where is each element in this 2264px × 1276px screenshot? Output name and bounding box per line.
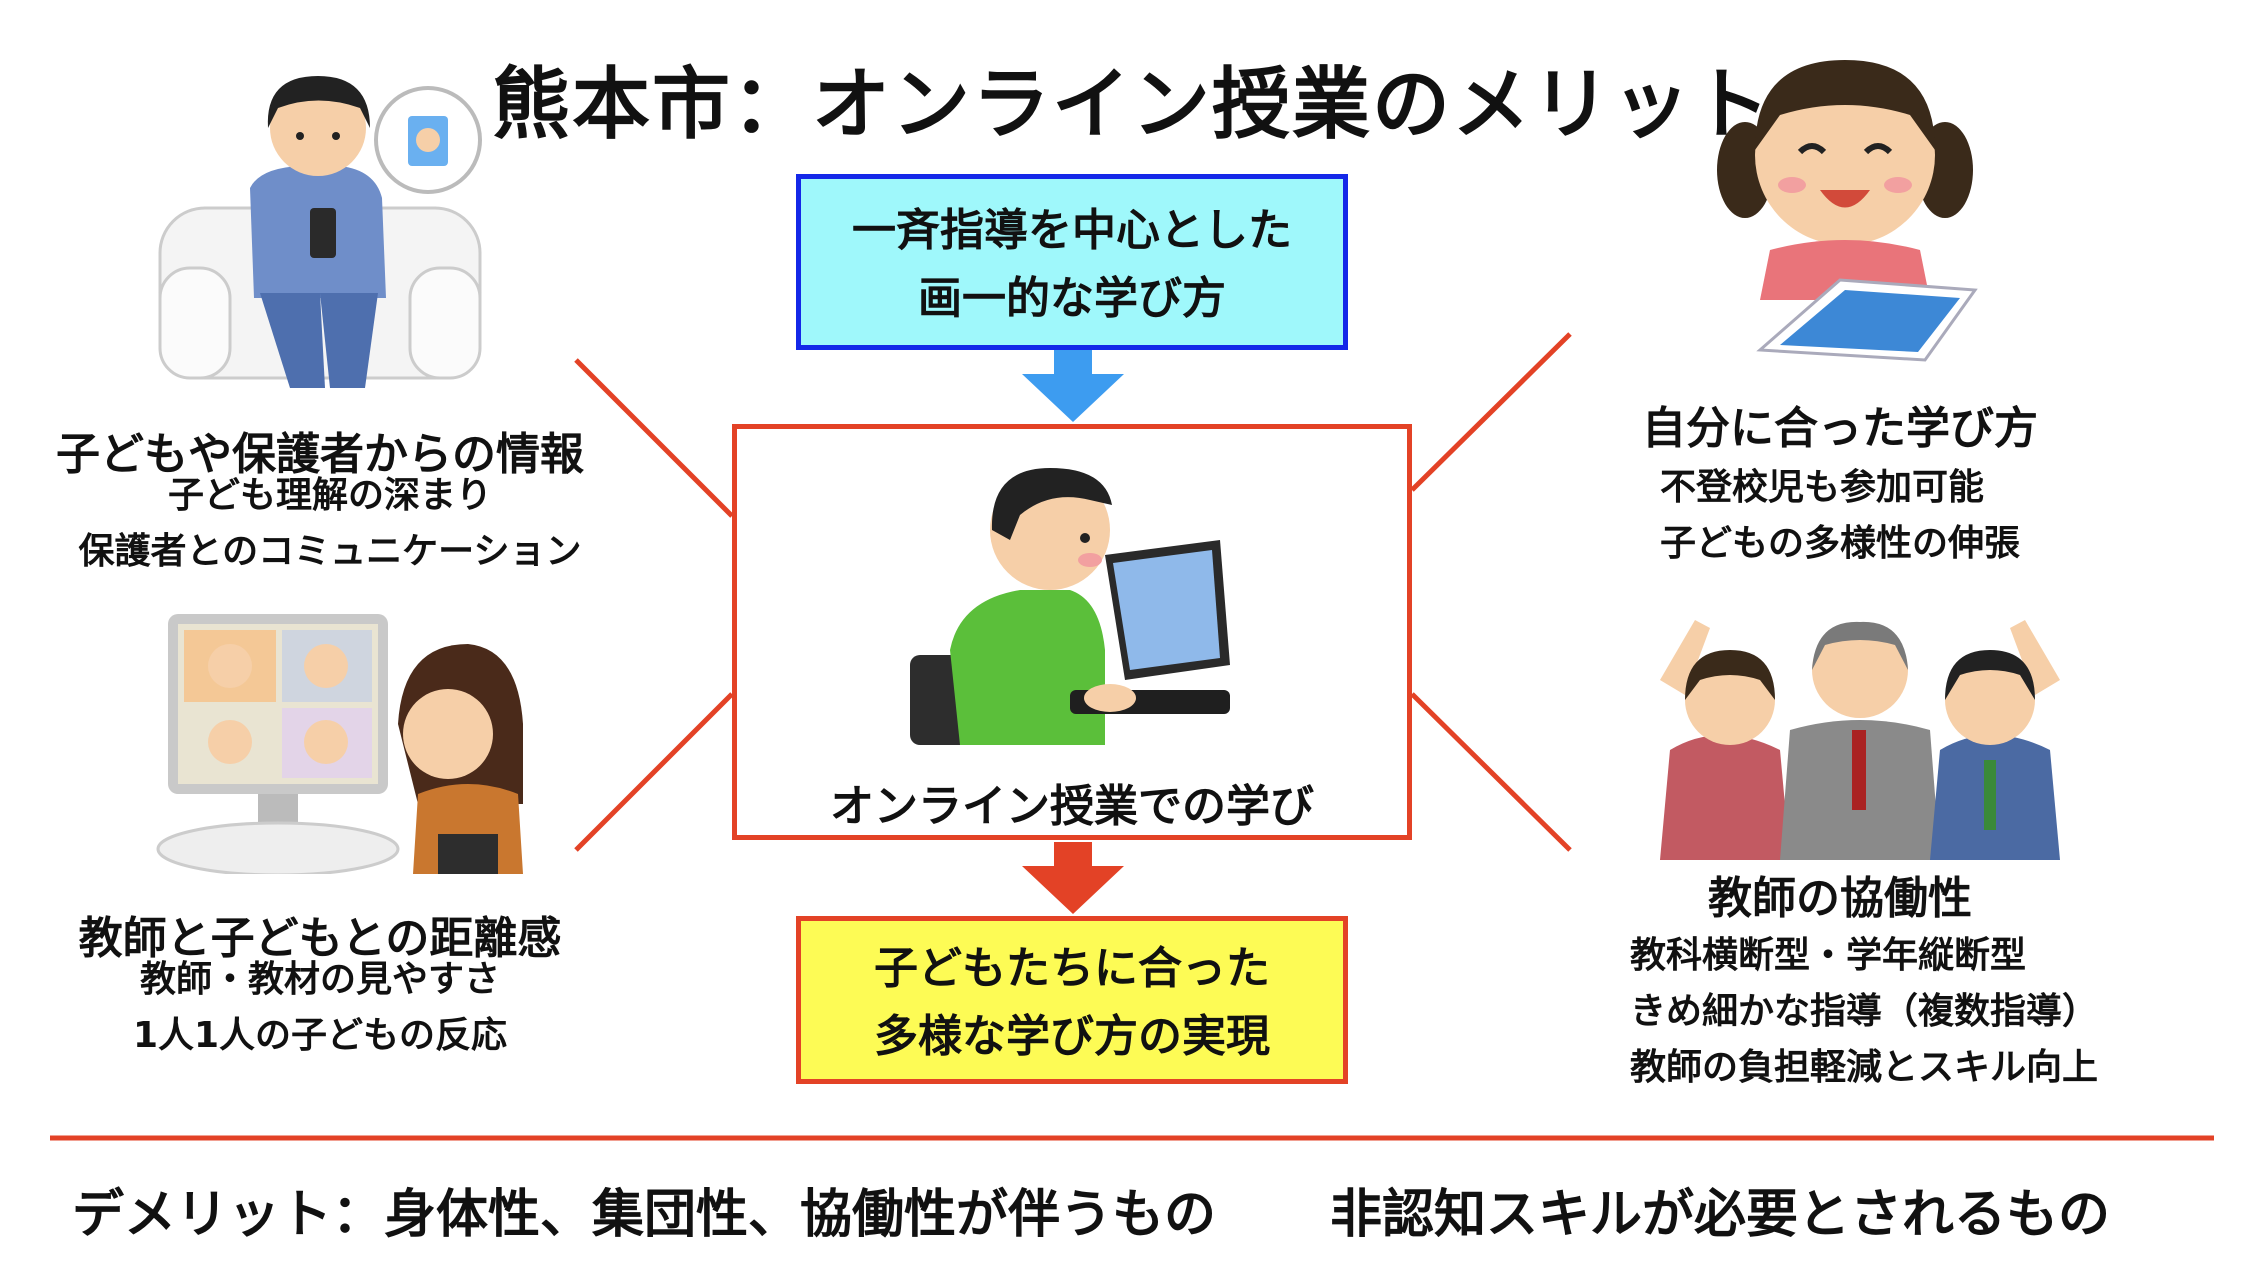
connector-line-left-bottom [574, 692, 734, 852]
connector-line-left-top [574, 358, 734, 518]
teachers-cheering-illustration [1660, 620, 2060, 860]
demerit-text: デメリット：身体性、集団性、協働性が伴うもの [72, 1185, 1217, 1245]
goal-line-1: 子どもたちに合った [874, 943, 1270, 994]
connector-line-right-bottom [1410, 692, 1572, 852]
connector-line-right-top [1410, 332, 1572, 492]
parent-on-sofa-with-phone-illustration [158, 76, 482, 388]
goal-box: 子どもたちに合った 多様な学び方の実現 [796, 916, 1348, 1084]
teacher-video-call-illustration [156, 614, 523, 874]
right-bottom-item: 教科横断型・学年縦断型 [1630, 935, 2027, 976]
arrow-down-blue [1022, 350, 1124, 422]
right-top-items: 不登校児も参加可能 子どもの多様性の伸張 [1660, 460, 2080, 572]
right-bottom-heading: 教師の協働性 [1708, 873, 1972, 924]
right-bottom-item: きめ細かな指導（複数指導） [1630, 991, 2099, 1032]
left-bottom-item: 1人1人の子どもの反応 [132, 1015, 508, 1056]
right-bottom-items: 教科横断型・学年縦断型 きめ細かな指導（複数指導） 教師の負担軽減とスキル向上 [1630, 928, 2150, 1096]
current-approach-box: 一斉指導を中心とした 画一的な学び方 [796, 174, 1348, 350]
left-bottom-heading: 教師と子どもとの距離感 [78, 913, 562, 964]
right-bottom-item: 教師の負担軽減とスキル向上 [1630, 1047, 2099, 1088]
left-top-item: 保護者とのコミュニケーション [78, 531, 582, 572]
left-top-heading: 子どもや保護者からの情報 [56, 429, 584, 480]
child-using-tablet-illustration [910, 468, 1230, 745]
goal-line-2: 多様な学び方の実現 [874, 1011, 1270, 1062]
current-approach-line-2: 画一的な学び方 [918, 273, 1226, 324]
online-learning-label: オンライン授業での学び [830, 781, 1314, 832]
left-bottom-items: 教師・教材の見やすさ 1人1人の子どもの反応 [20, 952, 620, 1064]
online-learning-box [732, 424, 1412, 840]
left-top-item: 子ども理解の深まり [167, 475, 492, 516]
right-top-item: 不登校児も参加可能 [1660, 467, 1985, 508]
girl-with-tablet-illustration [1717, 60, 1978, 362]
current-approach-line-1: 一斉指導を中心とした [852, 205, 1292, 256]
noncognitive-skills-text: 非認知スキルが必要とされるもの [1330, 1185, 2111, 1245]
left-top-items: 子ども理解の深まり 保護者とのコミュニケーション [20, 468, 640, 580]
page-title: 熊本市：オンライン授業のメリット [491, 60, 1772, 150]
right-top-heading: 自分に合った学び方 [1642, 403, 2038, 454]
left-bottom-item: 教師・教材の見やすさ [139, 959, 500, 1000]
right-top-item: 子どもの多様性の伸張 [1660, 523, 2021, 564]
arrow-down-red [1022, 842, 1124, 914]
